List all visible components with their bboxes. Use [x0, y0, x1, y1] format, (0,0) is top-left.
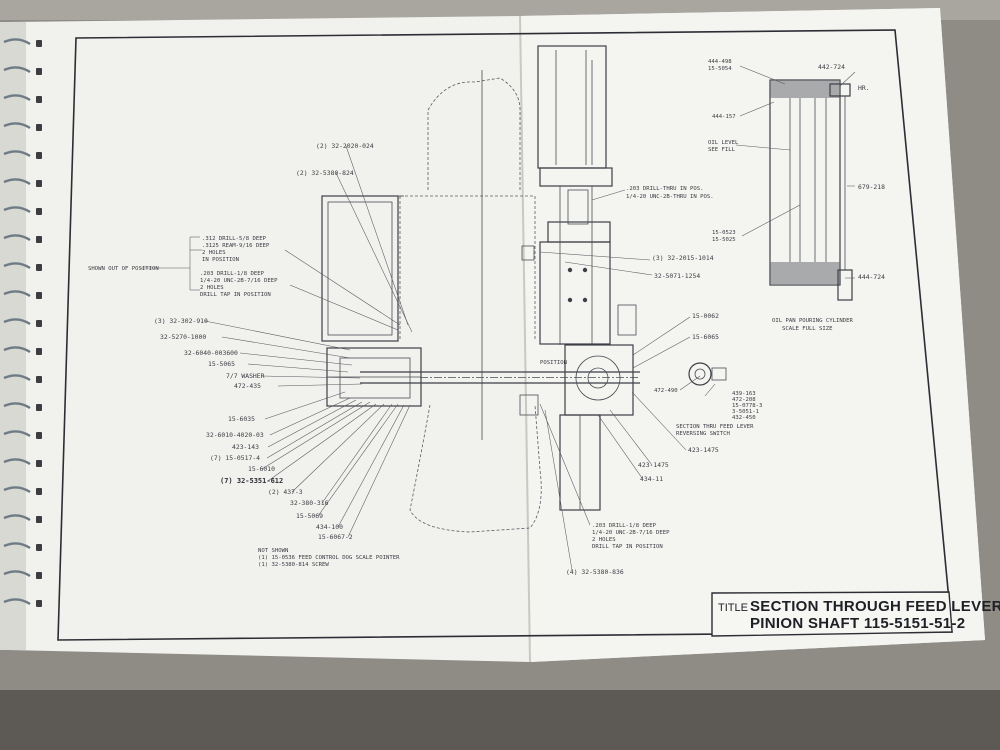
callout: (7) 15-0517-4: [210, 454, 260, 462]
callout: HR.: [858, 84, 870, 92]
callout: SEE FILL: [708, 147, 736, 153]
callout: .312 DRILL-5/8 DEEP: [202, 236, 267, 242]
callout: 15-0062: [692, 312, 719, 320]
callout: .3125 REAM-9/16 DEEP: [202, 243, 270, 249]
callout: 15-6065: [692, 333, 719, 341]
callout: 15-5065: [208, 360, 235, 368]
callout: 679-218: [858, 183, 885, 191]
callout: (7) 32-5351-612: [220, 477, 283, 485]
callout: 423-1475: [638, 461, 669, 469]
callout: 1/4-20 UNC-2B-7/16 DEEP: [592, 530, 670, 536]
callout: (3) 32-2015-1014: [652, 254, 714, 262]
callout: 7/7 WASHER: [226, 372, 265, 380]
callout: OIL PAN POURING CYLINDER: [772, 318, 853, 324]
callout: 32-5270-1000: [160, 333, 206, 341]
title-block: TITLE SECTION THROUGH FEED LEVER PINION …: [711, 591, 1000, 637]
callout: 2 HOLES: [592, 537, 616, 543]
callout: 32-6040-003600: [184, 349, 238, 357]
callout: (2) 437-3: [268, 488, 303, 496]
callout: .203 DRILL-1/8 DEEP: [200, 271, 265, 277]
oil-pan-cylinder-detail: [769, 79, 853, 301]
callout: 15-6067-2: [318, 533, 353, 541]
callout: 15-0523: [712, 230, 736, 236]
callout: .203 DRILL-THRU IN POS.: [626, 186, 703, 192]
callout: 472-435: [234, 382, 261, 390]
callout: (4) 32-5380-836: [566, 568, 624, 576]
callout: (1) 15-0536 FEED CONTROL DOG SCALE POINT…: [258, 555, 400, 561]
callout: 444-724: [858, 273, 885, 281]
spiral-binding: [0, 22, 42, 650]
callout: 32-380-316: [290, 499, 329, 507]
callout: SCALE FULL SIZE: [782, 326, 833, 332]
callout: .203 DRILL-1/8 DEEP: [592, 523, 657, 529]
callout: OIL LEVEL: [708, 140, 739, 146]
callout: 442-724: [818, 63, 845, 71]
callout: 32-6010-4020-03: [206, 431, 264, 439]
callout: SHOWN OUT OF POSITION: [88, 266, 159, 272]
callout: 423-143: [232, 443, 259, 451]
title-line-2: PINION SHAFT 115-5151-51-2: [750, 615, 965, 632]
table-shadow: [0, 690, 1000, 750]
callout: 423-1475: [688, 446, 719, 454]
leader-lines: [140, 65, 856, 571]
callout: 1/4-20 UNC-2B-7/16 DEEP: [200, 278, 278, 284]
right-page: [520, 8, 985, 662]
callout: DRILL TAP IN POSITION: [592, 544, 663, 550]
callout-labels: (2) 32-2020-024 (2) 32-5380-824 SHOWN OU…: [88, 59, 885, 576]
callout: SECTION THRU FEED LEVER: [676, 424, 754, 430]
callout: 32-5071-1254: [654, 272, 700, 280]
callout: 2 HOLES: [202, 250, 226, 256]
callout: DRILL TAP IN POSITION: [200, 292, 271, 298]
callout: 3-5051-1: [732, 409, 759, 415]
callout: IN POSITION: [202, 257, 239, 263]
callout: (3) 32-302-910: [154, 317, 208, 325]
callout: 472-208: [732, 397, 756, 403]
callout: NOT SHOWN: [258, 548, 288, 554]
callout: 432-450: [732, 415, 756, 421]
main-section-drawing: [321, 45, 727, 533]
callout: 15-5054: [708, 66, 732, 72]
callout: 444-498: [708, 59, 732, 65]
callout: 15-6010: [248, 465, 275, 473]
title-line-1: SECTION THROUGH FEED LEVER: [750, 598, 1000, 615]
callout: 434-100: [316, 523, 343, 531]
callout: 15-5069: [296, 512, 323, 520]
callout: 15-0778-3: [732, 403, 762, 409]
callout: 2 HOLES: [200, 285, 224, 291]
callout: (1) 32-5380-814 SCREW: [258, 562, 329, 568]
callout: 15-6035: [228, 415, 255, 423]
callout: REVERSING SWITCH: [676, 431, 730, 437]
callout: 434-11: [640, 475, 663, 483]
page-gutter: [519, 15, 531, 663]
callout: 439-163: [732, 391, 756, 397]
callout: 15-5025: [712, 237, 736, 243]
callout: (2) 32-2020-024: [316, 142, 374, 150]
callout: POSITION: [540, 360, 567, 366]
title-prefix: TITLE: [718, 602, 748, 614]
callout: 1/4-20 UNC-2B-THRU IN POS.: [626, 194, 714, 200]
callout: 472-490: [654, 388, 678, 394]
callout: 444-157: [712, 114, 736, 120]
callout: (2) 32-5380-824: [296, 169, 354, 177]
